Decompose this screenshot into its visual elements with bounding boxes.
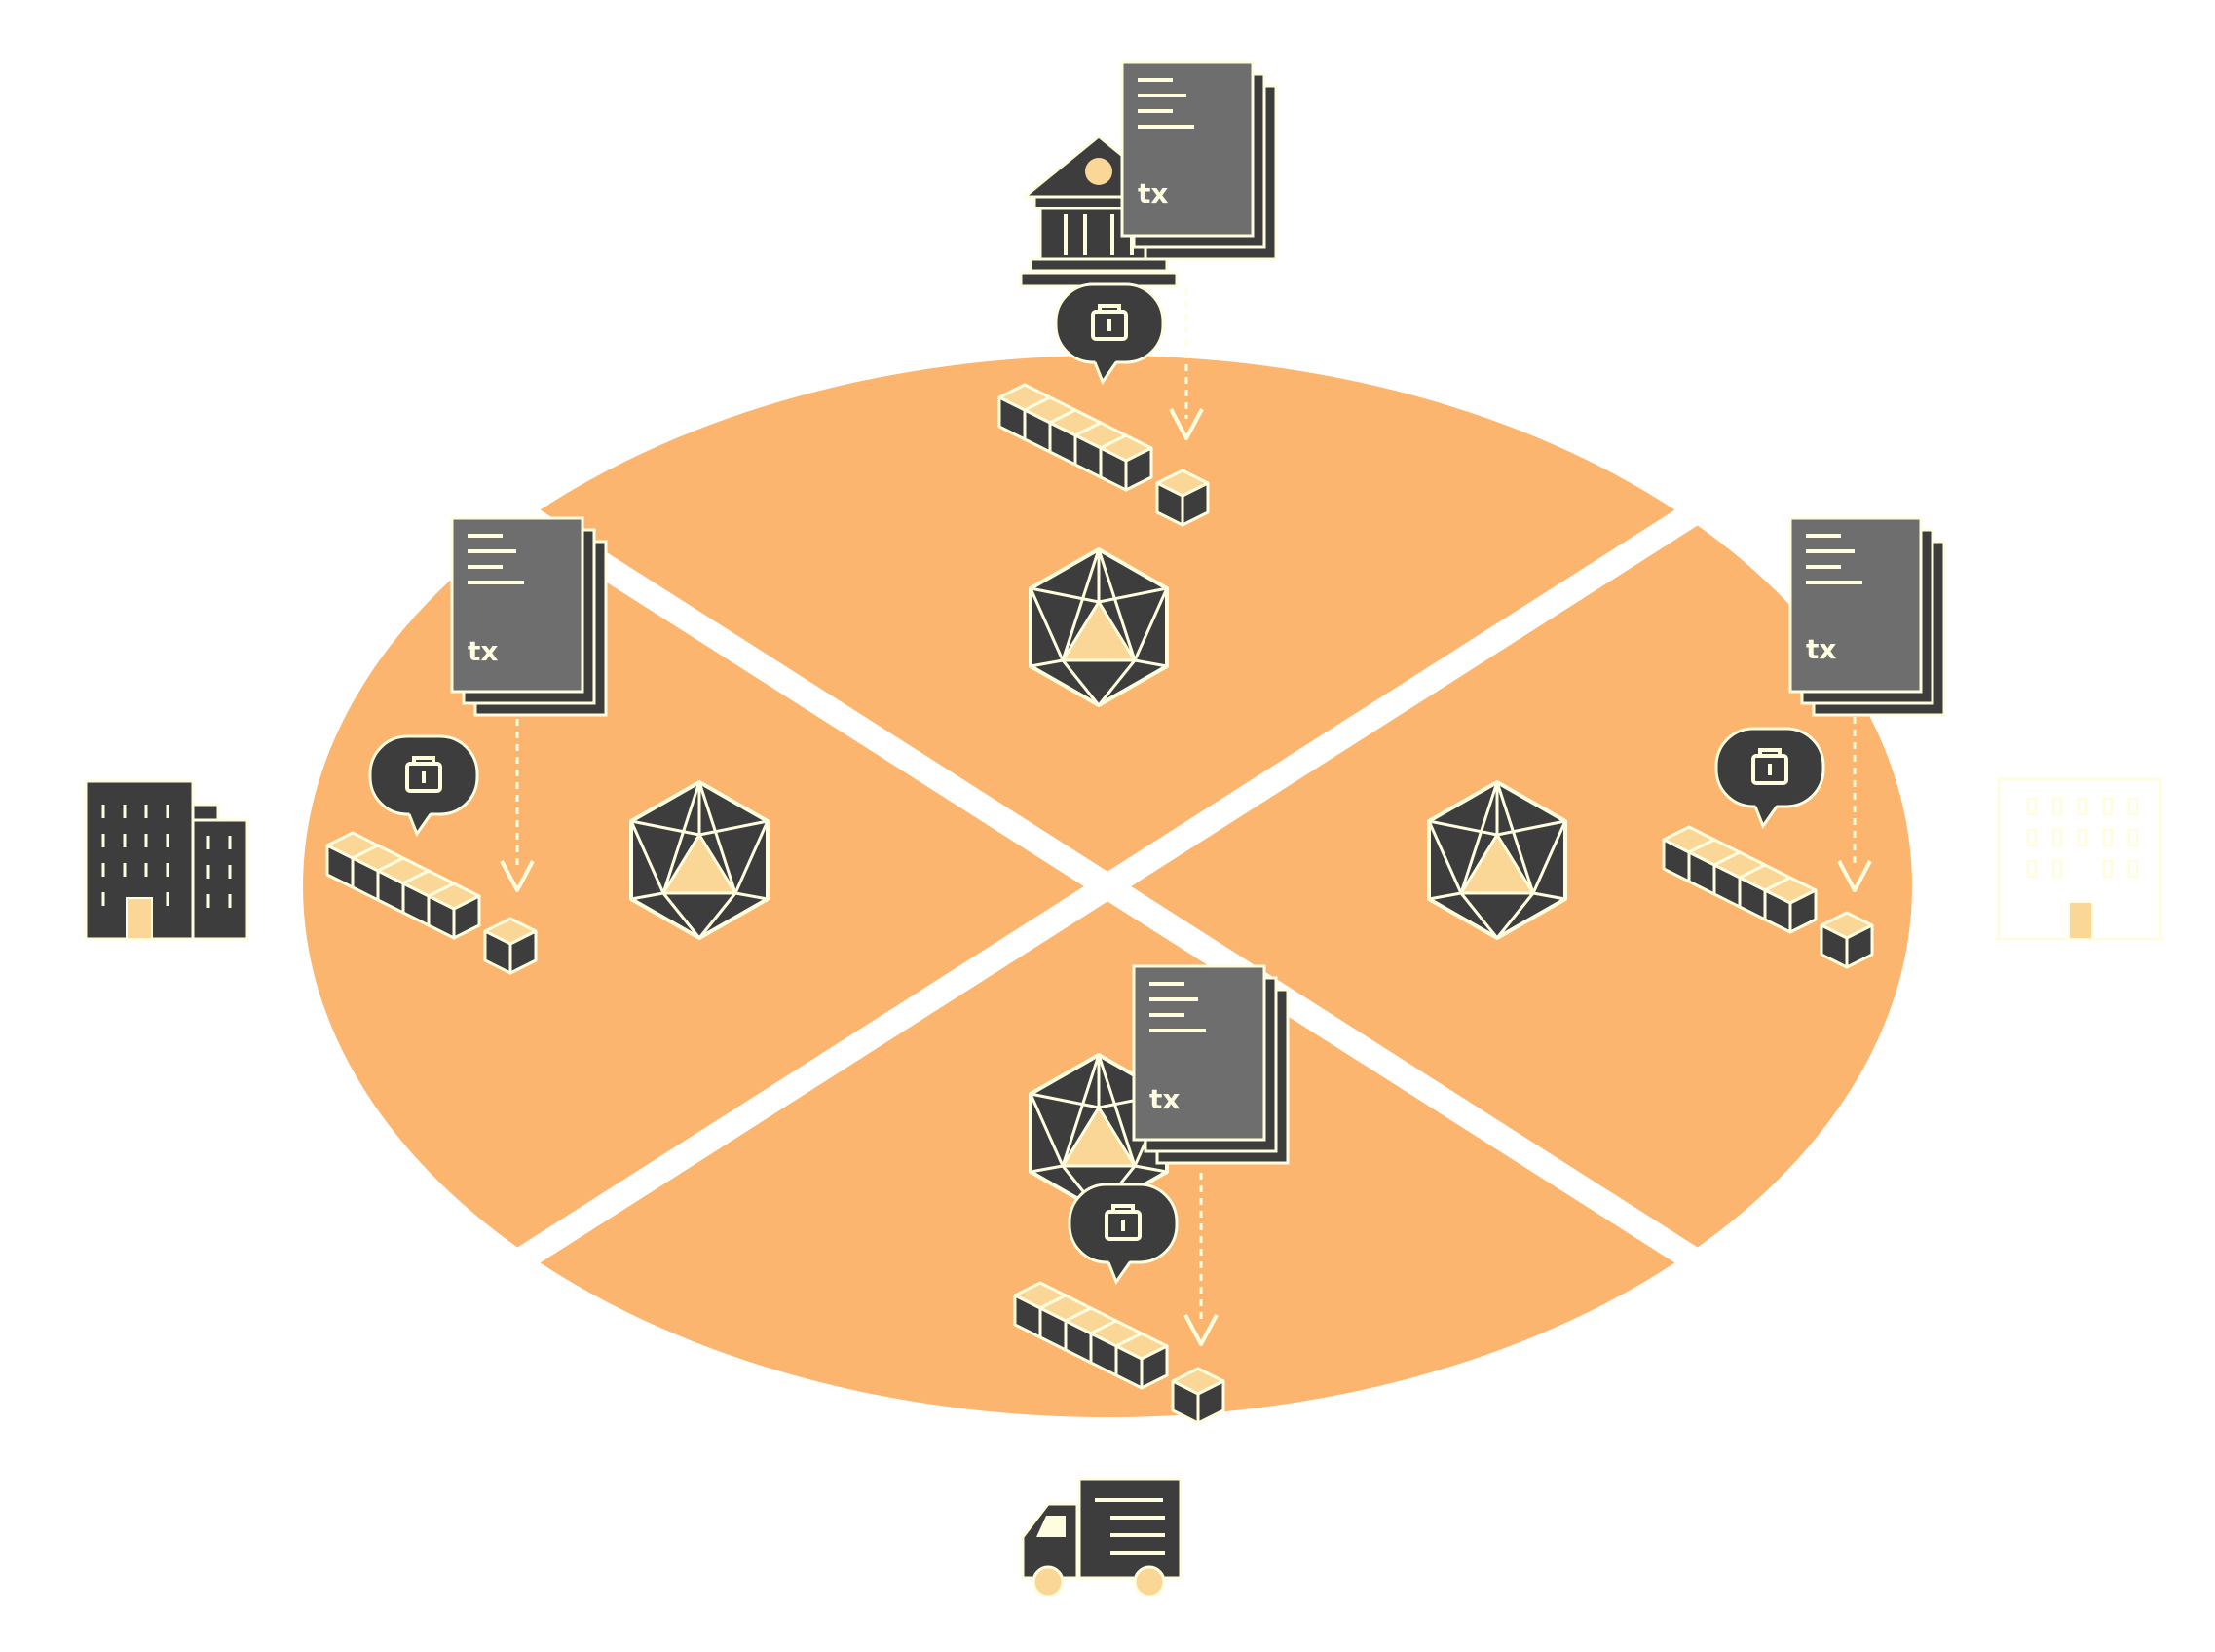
tx-label: tx	[1149, 1083, 1180, 1115]
office-building-icon	[84, 779, 249, 941]
tx-label: tx	[1138, 177, 1168, 209]
tx-label: tx	[1806, 633, 1836, 665]
transaction-document-stack-top: tx	[1120, 60, 1278, 261]
chain-arrow-top	[1169, 288, 1204, 440]
tx-label: tx	[468, 635, 498, 667]
delivery-truck-icon	[1021, 1477, 1183, 1598]
chain-arrow-right	[1837, 717, 1872, 892]
office-building-outline-icon	[1995, 777, 2164, 941]
chain-arrow-left	[500, 719, 535, 892]
transaction-document-stack-bottom: tx	[1132, 964, 1290, 1165]
transaction-document-stack-right: tx	[1788, 516, 1946, 717]
chain-arrow-bottom	[1183, 1173, 1219, 1346]
transaction-document-stack-left: tx	[450, 516, 608, 717]
